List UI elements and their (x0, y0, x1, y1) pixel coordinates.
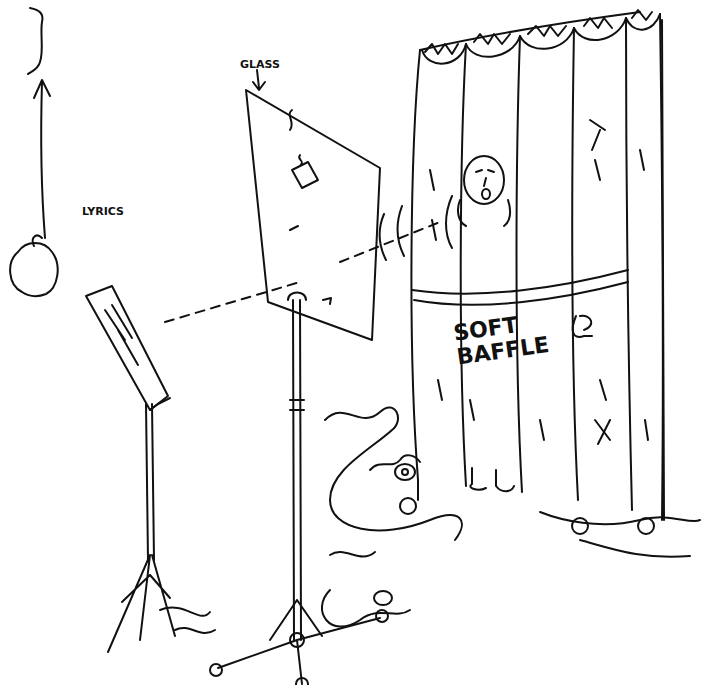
glass-stand-pole (293, 300, 301, 640)
tape-roll (374, 591, 392, 605)
callout-label: LYRICS (82, 205, 124, 218)
glass-stand-clamp (288, 293, 306, 411)
baffle-letter (573, 316, 592, 337)
tape-roll (402, 469, 408, 475)
sound-wave (380, 196, 452, 260)
stand-wheel (290, 633, 304, 647)
floor-cable (160, 608, 215, 634)
singer-feet (470, 468, 514, 491)
up-arrow-head (34, 80, 50, 98)
floor-cable (540, 512, 700, 557)
singer-features (476, 170, 494, 186)
stand-wheel (210, 664, 222, 676)
baffle-tops (422, 14, 660, 64)
callout-label: GLASS (240, 58, 280, 71)
singer-face (464, 156, 504, 204)
baffle-seam (412, 270, 628, 305)
tape-roll (395, 464, 415, 480)
baffle-panels (411, 14, 662, 520)
glass-clip (290, 110, 318, 188)
baffle-frame (418, 20, 664, 520)
bracket-mark (28, 8, 43, 74)
baffle-stitches (430, 120, 648, 444)
glass-stand-legs (218, 600, 380, 684)
lyrics-stand-legs (108, 555, 175, 652)
baffle-panel: SOFT BAFFLE (452, 322, 572, 382)
lyrics-sheet-lines (105, 305, 138, 365)
lyrics-stand-plate (86, 286, 168, 410)
baffle-label: SOFT BAFFLE (452, 305, 578, 369)
floor-cable (322, 552, 410, 627)
lyrics-stand-pole (146, 404, 154, 560)
glass-arrow (253, 70, 265, 90)
baffle-wheel (400, 498, 416, 514)
singer-mouth (482, 189, 490, 199)
baffle-zigzag (425, 10, 652, 54)
listener-head (10, 243, 58, 296)
singer-hand (458, 200, 510, 226)
up-arrow (41, 82, 45, 238)
floor-cable (325, 407, 462, 540)
stand-wheel (296, 678, 308, 685)
glass-panel (246, 90, 380, 340)
baffle-wheel (572, 518, 588, 534)
listener-ear (33, 236, 42, 246)
stand-wheel (376, 610, 388, 622)
